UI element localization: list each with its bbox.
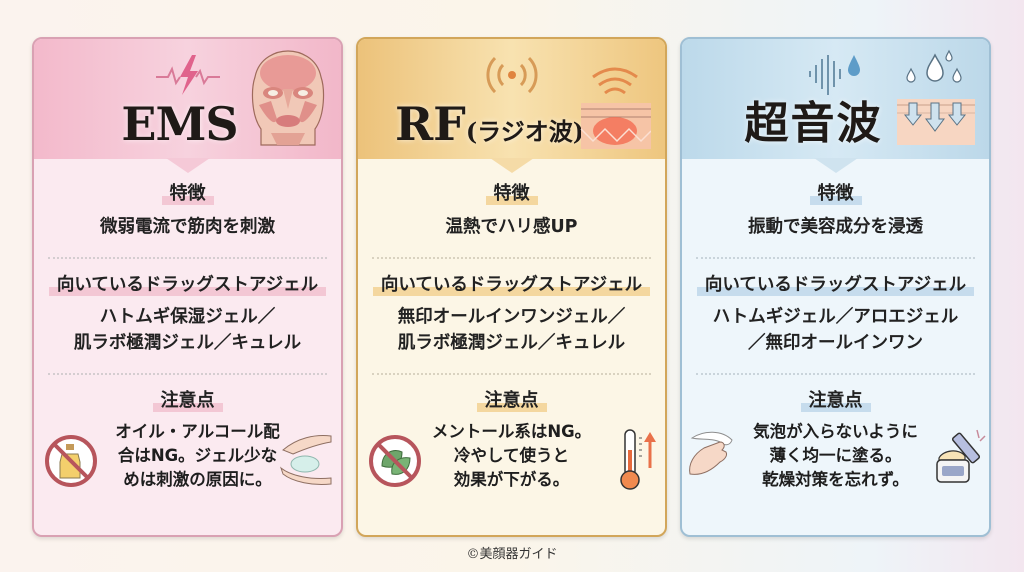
divider <box>48 373 327 375</box>
gel-label: 向いているドラッグストアジェル <box>696 274 975 296</box>
feature-text: 振動で美容成分を浸透 <box>748 217 923 237</box>
caution-line: メントール系はNG。 <box>431 422 592 441</box>
caution-text: オイル・アルコール配 合はNG。ジェル少な めは刺激の原因に。 <box>94 420 301 492</box>
caution-label: 注意点 <box>800 390 871 412</box>
card-header: 超音波 <box>682 39 989 159</box>
gel-line: ハトムギ保湿ジェル／ <box>99 307 276 327</box>
sound-wave-drop-icon <box>808 55 860 95</box>
hand-spreading-icon <box>689 431 733 475</box>
gel-line: 肌ラボ極潤ジェル／キュレル <box>73 333 302 353</box>
divider <box>48 257 327 259</box>
card-body: 特徴 温熱でハリ感UP 向いているドラッグストアジェル 無印オールインワンジェル… <box>358 159 665 506</box>
gel-line: 肌ラボ極潤ジェル／キュレル <box>397 333 626 353</box>
card-title: EMS <box>121 97 238 151</box>
caution-line: 乾燥対策を忘れず。 <box>762 470 909 489</box>
caution-label: 注意点 <box>152 390 223 412</box>
gel-line: 無印オールインワンジェル／ <box>397 307 626 327</box>
caution-line: 気泡が入らないように <box>753 422 918 441</box>
caution-text: メントール系はNG。 冷やして使うと 効果が下がる。 <box>368 420 655 492</box>
card-header: EMS <box>34 39 341 159</box>
copyright-footer: ©美顔器ガイド <box>466 547 558 562</box>
card-header: RF(ラジオ波) <box>358 39 665 159</box>
no-oil-bottle-icon <box>45 435 97 487</box>
caution-line: 薄く均一に塗る。 <box>769 446 902 465</box>
card-title: 超音波 <box>744 98 883 149</box>
divider <box>372 373 651 375</box>
gel-list: 無印オールインワンジェル／ 肌ラボ極潤ジェル／キュレル <box>358 304 665 356</box>
divider <box>372 257 651 259</box>
caution-text: 気泡が入らないように 薄く均一に塗る。 乾燥対策を忘れず。 <box>702 420 969 492</box>
caution-label: 注意点 <box>476 390 547 412</box>
feature-label: 特徴 <box>809 183 862 205</box>
card-body: 特徴 微弱電流で筋肉を刺激 向いているドラッグストアジェル ハトムギ保湿ジェル／… <box>34 159 341 506</box>
comparison-cards: EMS 特徴 微弱電流で筋肉を刺激 向いているドラッグストアジェル ハトム <box>32 37 991 537</box>
card-body: 特徴 振動で美容成分を浸透 向いているドラッグストアジェル ハトムギジェル／アロ… <box>682 159 989 506</box>
card-rf: RF(ラジオ波) 特徴 温熱でハリ感UP 向いているドラッグストアジェル 無印オ… <box>356 37 667 537</box>
feature-label: 特徴 <box>161 183 214 205</box>
skin-penetration-icon <box>897 49 975 145</box>
gel-line: ハトムギジェル／アロエジェル <box>712 307 959 327</box>
caution-row: メントール系はNG。 冷やして使うと 効果が下がる。 <box>358 420 665 506</box>
caution-line: オイル・アルコール配 <box>115 422 280 441</box>
caution-row: オイル・アルコール配 合はNG。ジェル少な めは刺激の原因に。 <box>34 420 341 506</box>
feature-text: 温熱でハリ感UP <box>445 217 578 237</box>
hands-gel-icon <box>279 435 332 485</box>
title-sub: (ラジオ波) <box>465 117 585 146</box>
caution-line: 効果が下がる。 <box>453 470 570 489</box>
gel-label: 向いているドラッグストアジェル <box>372 274 651 296</box>
gel-list: ハトムギ保湿ジェル／ 肌ラボ極潤ジェル／キュレル <box>34 304 341 356</box>
no-menthol-leaf-icon <box>369 435 421 487</box>
radio-wave-icon <box>485 56 538 94</box>
gel-line: ／無印オールインワン <box>748 333 923 353</box>
caution-line: めは刺激の原因に。 <box>123 470 272 489</box>
divider <box>696 373 975 375</box>
cream-jar-icon <box>936 429 986 483</box>
caution-row: 気泡が入らないように 薄く均一に塗る。 乾燥対策を忘れず。 <box>682 420 989 506</box>
divider <box>696 257 975 259</box>
caution-line: 合はNG。ジェル少な <box>117 446 278 465</box>
gel-list: ハトムギジェル／アロエジェル ／無印オールインワン <box>682 304 989 356</box>
thermometer-up-icon <box>620 429 656 490</box>
gel-label: 向いているドラッグストアジェル <box>48 274 327 296</box>
feature-text: 微弱電流で筋肉を刺激 <box>100 217 275 237</box>
title-main: RF <box>394 97 466 151</box>
face-muscles-icon <box>251 50 325 146</box>
caution-line: 冷やして使うと <box>453 446 569 465</box>
feature-label: 特徴 <box>485 183 538 205</box>
card-ems: EMS 特徴 微弱電流で筋肉を刺激 向いているドラッグストアジェル ハトム <box>32 37 343 537</box>
skin-heat-icon <box>580 67 651 149</box>
card-ultrasound: 超音波 特徴 振動で美容成分を浸透 向いているドラッグストアジェル ハトムギジェ… <box>680 37 991 537</box>
heartbeat-lightning-icon <box>155 55 220 95</box>
card-title: RF(ラジオ波) <box>358 97 643 157</box>
